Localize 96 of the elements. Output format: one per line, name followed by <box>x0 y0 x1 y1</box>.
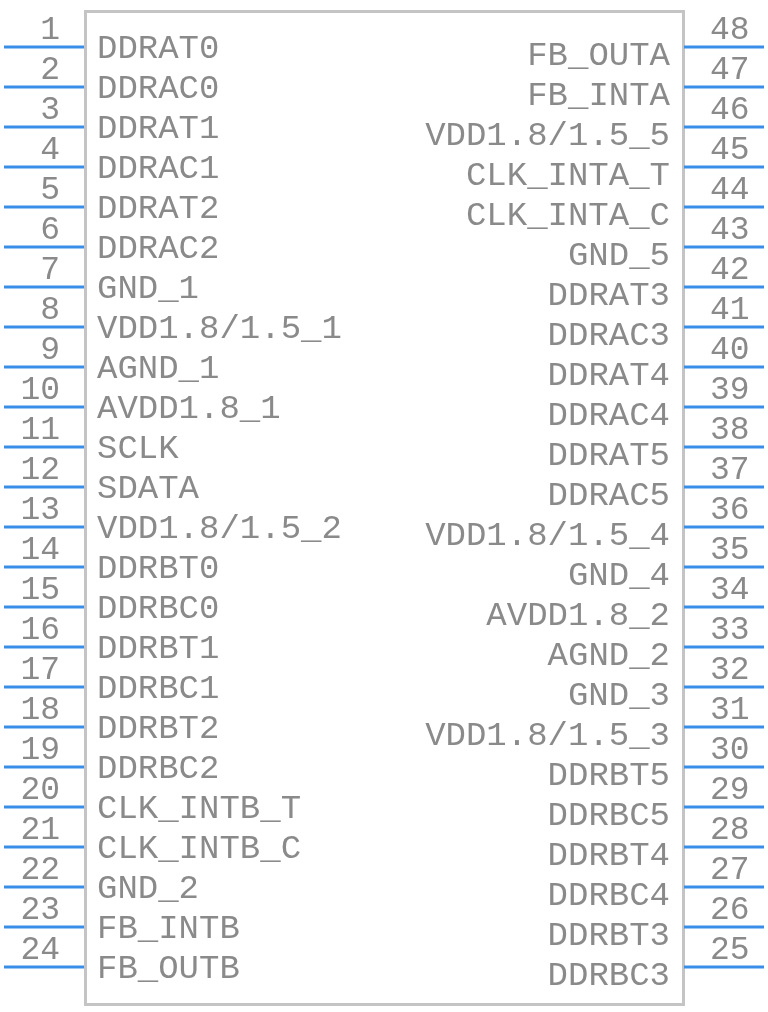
pin-label: SCLK <box>97 432 179 466</box>
pin-label: AGND_1 <box>97 352 220 386</box>
pin-label: DDRAT1 <box>97 112 220 146</box>
pin-label: DDRAC3 <box>547 319 670 353</box>
pin-number: 2 <box>40 54 60 87</box>
pin-label: DDRBT4 <box>547 839 670 873</box>
pin-label: VDD1.8/1.5_3 <box>425 719 670 753</box>
pin-number: 19 <box>20 734 60 767</box>
pin-number: 10 <box>20 374 60 407</box>
pin-label: FB_OUTB <box>97 952 240 986</box>
pin-number: 42 <box>710 254 750 287</box>
pin-number: 22 <box>20 854 60 887</box>
pin-number: 31 <box>710 694 750 727</box>
pin-number: 43 <box>710 214 750 247</box>
pin-label: VDD1.8/1.5_1 <box>97 312 342 346</box>
pin-number: 29 <box>710 774 750 807</box>
pin-label: DDRBC2 <box>97 752 220 786</box>
pin-label: CLK_INTB_C <box>97 832 302 866</box>
pin-label: DDRBC4 <box>547 879 670 913</box>
pin-label: GND_2 <box>97 872 200 906</box>
pin-number: 21 <box>20 814 60 847</box>
pin-number: 36 <box>710 494 750 527</box>
pin-number: 28 <box>710 814 750 847</box>
pin-label: DDRAC4 <box>547 399 670 433</box>
pin-number: 1 <box>40 14 60 47</box>
pin-label: DDRAC2 <box>97 232 220 266</box>
pin-label: DDRBC5 <box>547 799 670 833</box>
pin-label: GND_4 <box>567 559 670 593</box>
pin-number: 41 <box>710 294 750 327</box>
pin-number: 37 <box>710 454 750 487</box>
pin-number: 27 <box>710 854 750 887</box>
pin-label: GND_3 <box>567 679 670 713</box>
pin-label: CLK_INTA_T <box>465 159 670 193</box>
pin-label: AGND_2 <box>547 639 670 673</box>
pin-label: DDRAT2 <box>97 192 220 226</box>
pin-number: 15 <box>20 574 60 607</box>
pin-label: DDRBT1 <box>97 632 220 666</box>
pin-label: DDRBT0 <box>97 552 220 586</box>
pin-label: CLK_INTA_C <box>465 199 670 233</box>
pin-number: 30 <box>710 734 750 767</box>
pin-number: 8 <box>40 294 60 327</box>
pin-label: DDRAC1 <box>97 152 220 186</box>
pin-number: 26 <box>710 894 750 927</box>
pin-label: AVDD1.8_1 <box>97 392 281 426</box>
pin-label: DDRAT0 <box>97 32 220 66</box>
pin-label: DDRAT3 <box>547 279 670 313</box>
pin-label: DDRBC0 <box>97 592 220 626</box>
pin-number: 20 <box>20 774 60 807</box>
pin-label: FB_INTA <box>527 79 670 113</box>
pin-number: 44 <box>710 174 750 207</box>
pin-number: 6 <box>40 214 60 247</box>
pin-number: 13 <box>20 494 60 527</box>
pin-label: DDRBT3 <box>547 919 670 953</box>
pin-label: AVDD1.8_2 <box>486 599 670 633</box>
pin-label: VDD1.8/1.5_4 <box>425 519 670 553</box>
pin-label: DDRBT2 <box>97 712 220 746</box>
pin-label: DDRBT5 <box>547 759 670 793</box>
pin-label: DDRAC0 <box>97 72 220 106</box>
pin-number: 11 <box>20 414 60 447</box>
pin-number: 48 <box>710 14 750 47</box>
pin-number: 34 <box>710 574 750 607</box>
pin-number: 7 <box>40 254 60 287</box>
pin-number: 39 <box>710 374 750 407</box>
pin-number: 18 <box>20 694 60 727</box>
pin-number: 38 <box>710 414 750 447</box>
pin-number: 23 <box>20 894 60 927</box>
pin-label: DDRBC3 <box>547 959 670 993</box>
pin-number: 16 <box>20 614 60 647</box>
pin-number: 46 <box>710 94 750 127</box>
pin-number: 9 <box>40 334 60 367</box>
pin-number: 3 <box>40 94 60 127</box>
pin-label: FB_OUTA <box>527 39 670 73</box>
pin-number: 24 <box>20 934 60 967</box>
pin-label: VDD1.8/1.5_2 <box>97 512 342 546</box>
pin-label: FB_INTB <box>97 912 240 946</box>
pin-number: 47 <box>710 54 750 87</box>
pin-number: 45 <box>710 134 750 167</box>
pin-label: CLK_INTB_T <box>97 792 302 826</box>
pin-label: DDRAT4 <box>547 359 670 393</box>
pin-label: GND_5 <box>567 239 670 273</box>
pin-label: GND_1 <box>97 272 200 306</box>
pin-label: SDATA <box>97 472 200 506</box>
pin-label: DDRAC5 <box>547 479 670 513</box>
pin-label: DDRAT5 <box>547 439 670 473</box>
pin-number: 12 <box>20 454 60 487</box>
pin-number: 5 <box>40 174 60 207</box>
pin-number: 14 <box>20 534 60 567</box>
pin-number: 33 <box>710 614 750 647</box>
pin-number: 4 <box>40 134 60 167</box>
pin-number: 35 <box>710 534 750 567</box>
pin-number: 32 <box>710 654 750 687</box>
pin-number: 17 <box>20 654 60 687</box>
pin-number: 25 <box>710 934 750 967</box>
pin-label: DDRBC1 <box>97 672 220 706</box>
pin-label: VDD1.8/1.5_5 <box>425 119 670 153</box>
pin-number: 40 <box>710 334 750 367</box>
